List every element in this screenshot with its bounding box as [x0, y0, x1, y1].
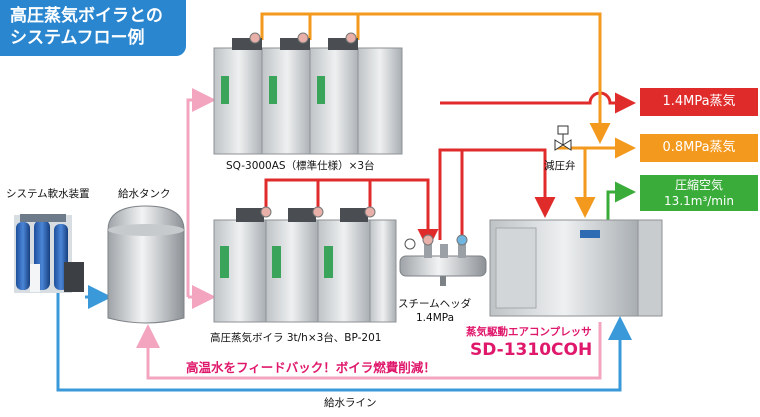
- compressor-image: [489, 219, 663, 317]
- pressure-valve-label: 減圧弁: [544, 160, 576, 172]
- output-air: 圧縮空気 13.1m³/min: [640, 175, 758, 211]
- compressor-model: SD-1310COH: [470, 340, 593, 360]
- feed-line-label: 給水ライン: [324, 397, 377, 409]
- steam-header-pressure: 1.4MPa: [416, 312, 455, 324]
- feed-tank-label: 給水タンク: [118, 188, 171, 200]
- title-line-1: 高圧蒸気ボイラとの: [10, 6, 163, 26]
- feed-water-line: [56, 285, 632, 392]
- hp-boilers-label: 高圧蒸気ボイラ 3t/h×3台、BP-201: [210, 332, 382, 344]
- sq-boilers-image: [213, 32, 403, 155]
- output-hp-steam: 1.4MPa蒸気: [640, 88, 758, 116]
- output-hp-steam-label: 1.4MPa蒸気: [662, 94, 736, 109]
- feedback-line: [136, 88, 602, 380]
- lp-steam-lines: [260, 12, 636, 218]
- air-line: [606, 181, 636, 220]
- output-air-label: 圧縮空気: [674, 178, 723, 192]
- title-line-2: システムフロー例: [10, 28, 145, 48]
- output-lp-steam: 0.8MPa蒸気: [640, 134, 758, 162]
- output-lp-steam-label: 0.8MPa蒸気: [662, 140, 736, 155]
- water-softener-image: [14, 214, 84, 293]
- title-box: 高圧蒸気ボイラとの システムフロー例: [0, 0, 186, 56]
- hp-boilers-image: [213, 206, 397, 323]
- compressor-desc: 蒸気駆動エアコンプレッサ: [466, 326, 592, 338]
- output-air-flow: 13.1m³/min: [664, 194, 734, 208]
- steam-header-label: スチームヘッダ: [398, 298, 472, 310]
- feed-tank-image: [107, 205, 185, 324]
- hp-steam-lines: [264, 91, 636, 250]
- pressure-valve-icon: [554, 125, 572, 151]
- steam-header-image: [399, 234, 487, 286]
- sq-boilers-label: SQ-3000AS（標準仕様）×3台: [226, 160, 375, 172]
- feedback-text: 高温水をフィードバック！ボイラ燃費削減！: [186, 360, 436, 375]
- softener-label: システム軟水装置: [6, 188, 90, 200]
